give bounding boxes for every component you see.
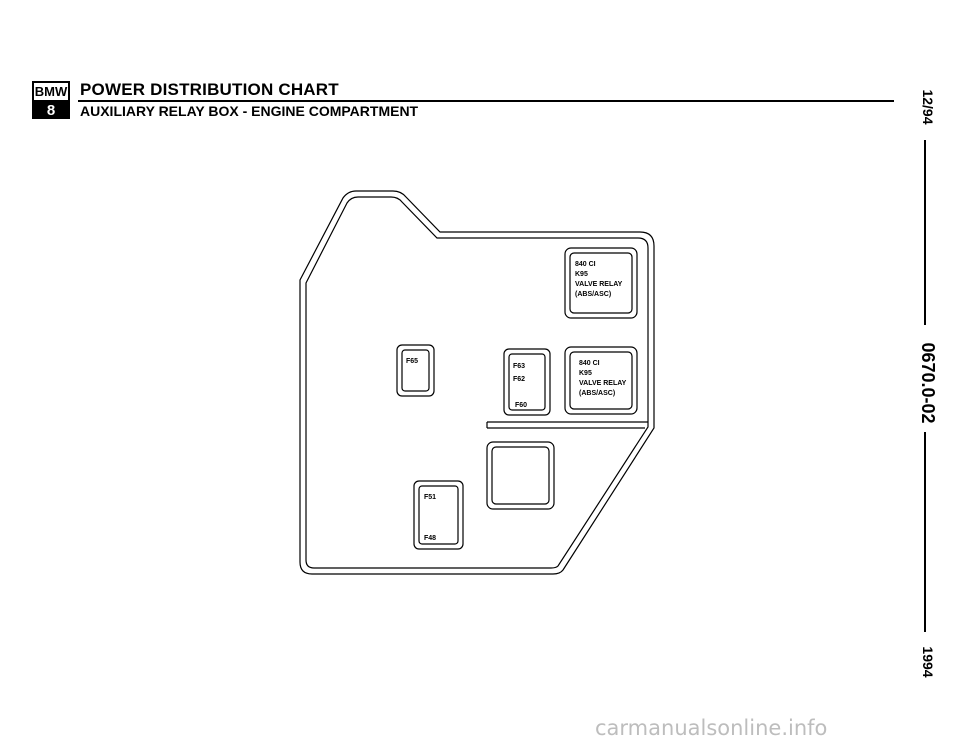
fuse-f63-label: F63	[513, 363, 525, 370]
empty-socket-inner	[491, 446, 550, 505]
housing-outline-inner	[305, 196, 649, 569]
fuse-f65-label: F65	[406, 358, 418, 365]
fuse-f65-inner	[401, 349, 430, 392]
upper-relay-outer	[564, 247, 638, 319]
upper-relay-line3: VALVE RELAY	[575, 281, 623, 288]
page-title: POWER DISTRIBUTION CHART	[80, 80, 339, 99]
logo-bmw-text: BMW	[34, 83, 68, 102]
title-rule	[78, 100, 894, 102]
lower-relay-line4: (ABS/ASC)	[579, 390, 615, 397]
fuse-f60-label: F60	[515, 402, 527, 409]
page-subtitle: AUXILIARY RELAY BOX - ENGINE COMPARTMENT	[80, 103, 419, 119]
logo-series-number: 8	[34, 102, 68, 119]
fuse-f48-label: F48	[424, 535, 436, 542]
margin-line-upper	[924, 140, 926, 325]
lower-relay-line2: K95	[579, 370, 592, 377]
divider-strip	[486, 421, 648, 429]
lower-relay-inner	[569, 351, 633, 410]
lower-relay-line3: VALVE RELAY	[579, 380, 627, 387]
fuse-block-f60-f63-outer	[503, 348, 551, 416]
bmw-logo: BMW 8	[32, 81, 70, 119]
fuse-block-f60-f63-inner	[508, 353, 546, 411]
fuse-f65-outer	[396, 344, 435, 397]
fuse-f51-label: F51	[424, 494, 436, 501]
upper-relay-line1: 840 CI	[575, 261, 596, 268]
empty-socket-outer	[486, 441, 555, 510]
upper-relay-line2: K95	[575, 271, 588, 278]
lower-relay-line1: 840 CI	[579, 360, 600, 367]
fuse-block-f48-f51-outer	[413, 480, 464, 550]
watermark: carmanualsonline.info	[595, 716, 828, 740]
housing-outline-outer	[299, 190, 655, 575]
lower-relay-outer	[564, 346, 638, 415]
upper-relay-inner	[569, 252, 633, 314]
fuse-f62-label: F62	[513, 376, 525, 383]
margin-line-lower	[924, 432, 926, 632]
fuse-block-f48-f51-inner	[418, 485, 459, 545]
upper-relay-line4: (ABS/ASC)	[575, 291, 611, 298]
